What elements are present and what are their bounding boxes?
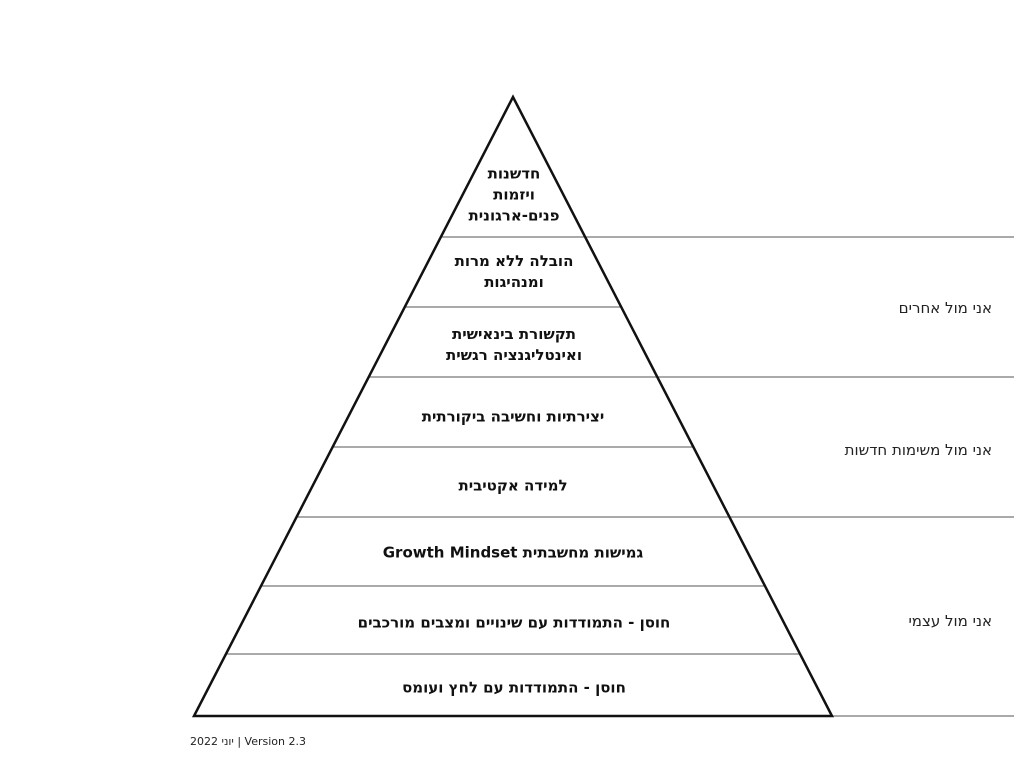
pyramid-layer-label: יצירתיות וחשיבה ביקורתית [422, 408, 605, 426]
pyramid-layer-label: הובלה ללא מרות [455, 252, 574, 270]
footer-version: יוני 2022 | Version 2.3 [190, 735, 306, 748]
pyramid-layer-label: תקשורת בינאישית [452, 325, 576, 343]
pyramid-layer-texts: חדשנות ויזמות פנים-ארגונית הובלה ללא מרות ומ… [358, 165, 671, 697]
group-label-self: אני מול עצמי [908, 612, 992, 630]
pyramid-layer-label: גמישות מחשבתית Growth Mindset [383, 544, 644, 562]
group-label-others: אני מול אחרים [898, 299, 992, 317]
pyramid-layer-label: חוסן - התמודדות עם לחץ ועומס [402, 679, 626, 697]
pyramid-layer-label: ויזמות [493, 186, 535, 204]
pyramid-layer-label: למידה אקטיבית [458, 477, 567, 495]
pyramid-outline [191, 94, 835, 718]
group-separator-lines [585, 236, 1014, 717]
pyramid-layer-label: חדשנות [488, 165, 541, 183]
pyramid-layer-label: ואינטליגנציה רגשית [446, 346, 582, 364]
pyramid-layer-label: חוסן - התמודדות עם שינויים ומצבים מורכבי… [358, 614, 671, 632]
group-label-new-tasks: אני מול משימות חדשות [844, 441, 992, 459]
pyramid-layer-label: פנים-ארגונית [468, 207, 559, 225]
pyramid-dividers [225, 236, 801, 655]
pyramid-layer-label: ומנהיגות [484, 273, 544, 291]
